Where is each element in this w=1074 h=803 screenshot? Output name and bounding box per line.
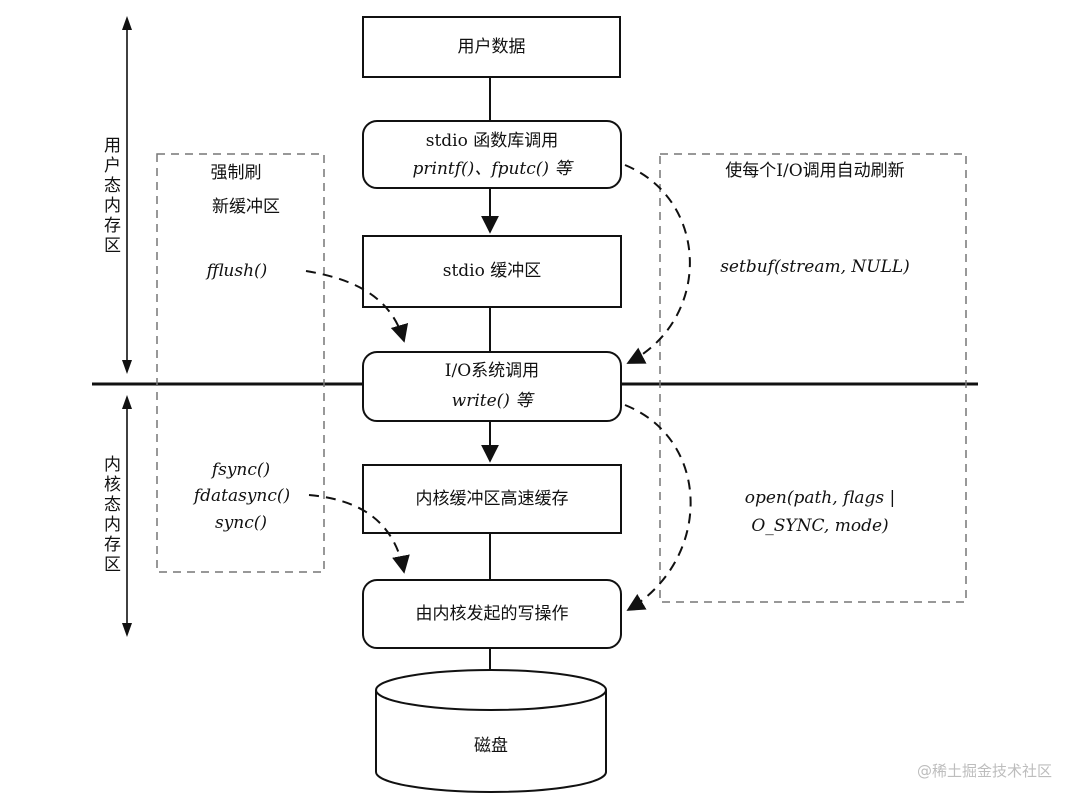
user-data-label: 用户数据	[457, 37, 526, 57]
kernel-space-arrow	[122, 395, 132, 637]
watermark: @稀土掘金技术社区	[916, 762, 1052, 780]
osync-dashed-arrow	[624, 404, 692, 611]
stdio-lib-box	[362, 120, 622, 189]
force-flush-title-1: 强制刷	[210, 163, 262, 183]
kernel-cache-box	[362, 464, 622, 534]
user-data-box	[362, 16, 621, 78]
fdatasync-label: fdatasync()	[193, 486, 291, 506]
fflush-dashed-arrow	[305, 270, 409, 343]
fsync-dashed-arrow	[308, 494, 410, 574]
stdio-buffer-label: stdio 缓冲区	[442, 261, 542, 281]
setbuf-dashed-arrow	[624, 164, 691, 364]
auto-flush-title: 使每个I/O调用自动刷新	[725, 161, 905, 181]
stdio-buffer-box	[362, 235, 622, 308]
kernel-write-box	[362, 579, 622, 649]
fsync-label: fsync()	[211, 460, 271, 480]
syscall-label-1: I/O系统调用	[444, 361, 540, 381]
force-flush-title-2: 新缓冲区	[212, 197, 280, 217]
kernel-write-label: 由内核发起的写操作	[415, 604, 569, 624]
sync-label: sync()	[214, 513, 268, 533]
syscall-box	[362, 351, 622, 422]
disk-label: 磁盘	[474, 736, 508, 756]
kernel-space-label: 内核态内存区	[100, 455, 120, 575]
setbuf-label: setbuf(stream, NULL)	[720, 257, 910, 277]
user-space-label: 用户态内存区	[100, 136, 120, 256]
syscall-label-2: write() 等	[451, 391, 533, 411]
user-space-arrow	[122, 16, 132, 374]
fflush-label: fflush()	[206, 261, 268, 281]
open-label-2: O_SYNC, mode)	[751, 516, 889, 536]
disk-cylinder	[375, 669, 607, 793]
kernel-cache-label: 内核缓冲区高速缓存	[415, 489, 569, 509]
stdio-lib-label-1: stdio 函数库调用	[425, 131, 559, 151]
open-label-1: open(path, flags |	[744, 488, 896, 508]
stdio-lib-label-2: printf()、fputc() 等	[412, 159, 572, 179]
